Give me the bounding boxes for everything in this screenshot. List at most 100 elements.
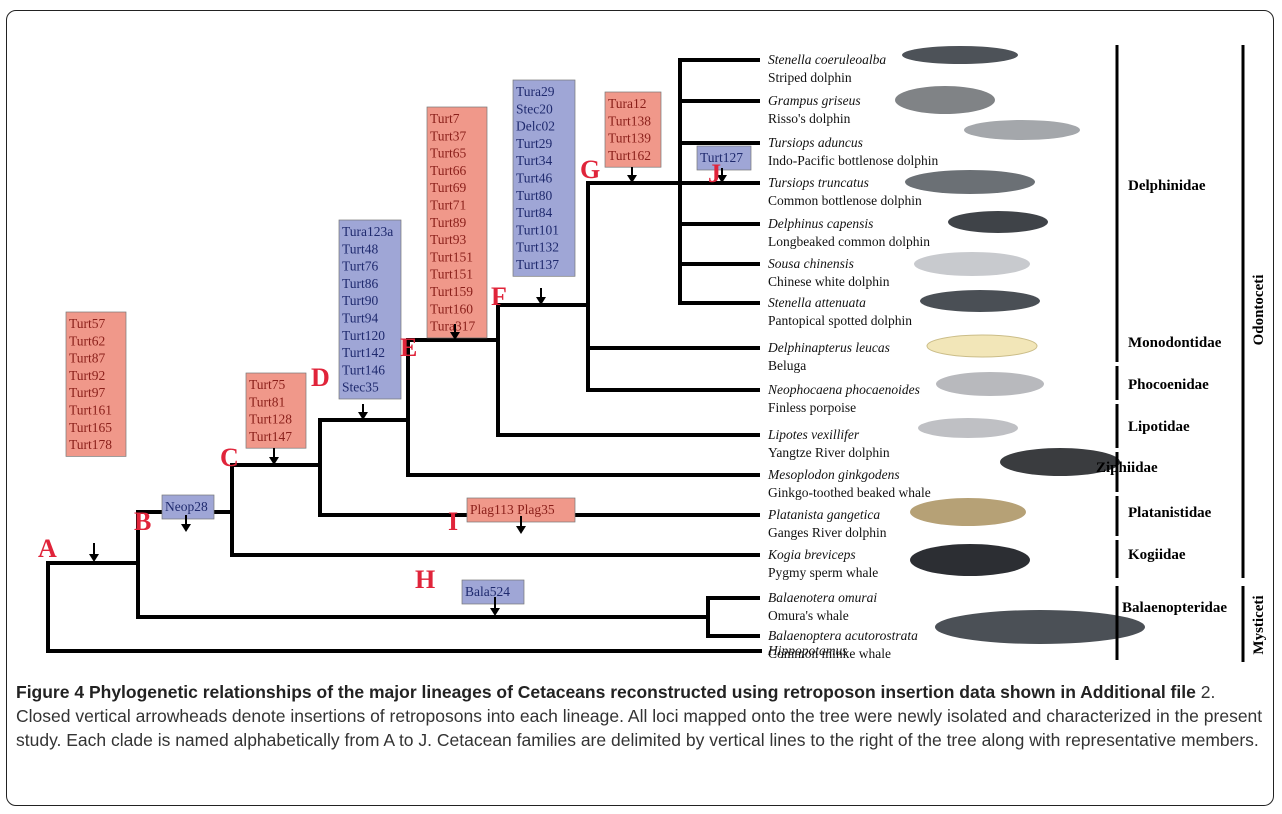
clade-e: Turt7Turt37Turt65Turt66Turt69Turt71Turt8…: [400, 107, 487, 362]
insertion-locus: Stec20: [516, 101, 553, 116]
insertion-locus: Plag113 Plag35: [470, 502, 555, 517]
insertion-locus: Turt75: [249, 377, 286, 392]
insertion-locus: Turt178: [69, 437, 112, 452]
striped-dolphin-illustration: [902, 46, 1018, 64]
taxon-sci: Neophocaena phocaenoides: [767, 382, 920, 397]
insertion-locus: Turt84: [516, 205, 553, 220]
taxon-common: Ginkgo-toothed beaked whale: [768, 485, 931, 500]
insertion-locus: Turt162: [608, 148, 651, 163]
taxon-common: Pygmy sperm whale: [768, 565, 878, 580]
arrowhead: [516, 526, 526, 534]
clade-letter: C: [220, 443, 239, 472]
taxon-common: Common bottlenose dolphin: [768, 193, 922, 208]
insertion-locus: Turt71: [430, 198, 466, 213]
clade-letter: J: [708, 159, 721, 188]
insertion-locus: Turt86: [342, 276, 379, 291]
suborder-label: Odontoceti: [1251, 275, 1267, 346]
taxon-common: Chinese white dolphin: [768, 274, 890, 289]
taxon-sci: Lipotes vexillifer: [767, 427, 860, 442]
insertion-locus: Delc02: [516, 119, 555, 134]
insertion-locus: Turt138: [608, 113, 651, 128]
insertion-locus: Turt146: [342, 362, 385, 377]
yangtze-dolphin-illustration: [918, 418, 1018, 438]
taxon-common: Indo-Pacific bottlenose dolphin: [768, 153, 938, 168]
minke-whale-illustration: [935, 610, 1145, 644]
longbeaked-common-dolphin-illustration: [948, 211, 1048, 233]
taxon-sci: Stenella coeruleoalba: [768, 52, 886, 67]
taxon-sci: Sousa chinensis: [768, 256, 854, 271]
insertion-locus: Turt76: [342, 259, 379, 274]
clade-i: Plag113 Plag35 I: [448, 498, 575, 536]
pantropical-spotted-illustration: [920, 290, 1040, 312]
insertion-locus: Turt94: [342, 311, 379, 326]
insertion-locus: Turt80: [516, 188, 553, 203]
family-label: Ziphiidae: [1096, 460, 1158, 476]
arrowhead: [181, 524, 191, 532]
family-label: Lipotidae: [1128, 419, 1190, 435]
insertion-locus: Turt66: [430, 163, 467, 178]
insertion-locus: Tura317: [430, 319, 476, 334]
insertion-locus: Turt101: [516, 222, 559, 237]
insertion-locus: Turt46: [516, 171, 553, 186]
beluga-illustration: [927, 335, 1037, 357]
clade-h: Bala524 H: [415, 565, 524, 616]
family-delimiters: [1117, 45, 1243, 662]
insertion-locus: Turt120: [342, 328, 385, 343]
insertion-locus: Turt65: [430, 146, 467, 161]
clade-letter: D: [311, 363, 330, 392]
clade-g: Tura12Turt138Turt139Turt162 G: [580, 92, 661, 184]
insertion-locus: Bala524: [465, 584, 510, 599]
taxon-common: Beluga: [768, 358, 806, 373]
insertion-locus: Turt159: [430, 284, 473, 299]
clade-letter: I: [448, 507, 458, 536]
insertion-locus: Turt90: [342, 293, 379, 308]
taxon-common: Pantopical spotted dolphin: [768, 313, 912, 328]
ganges-dolphin-illustration: [910, 498, 1026, 526]
family-label: Balaenopteridae: [1122, 600, 1227, 616]
common-bottlenose-illustration: [905, 170, 1035, 194]
insertion-locus: Turt142: [342, 345, 385, 360]
insertion-locus: Turt137: [516, 257, 559, 272]
insertion-locus: Turt151: [430, 267, 473, 282]
insertion-locus: Turt57: [69, 316, 106, 331]
taxon-sci: Kogia breviceps: [767, 547, 856, 562]
insertion-locus: Neop28: [165, 499, 208, 514]
taxon-sci: Platanista gangetica: [767, 507, 880, 522]
insertion-locus: Turt139: [608, 131, 651, 146]
taxon-sci: Balaenotera omurai: [768, 590, 877, 605]
taxon-sci: Tursiops truncatus: [768, 175, 869, 190]
insertion-locus: Turt81: [249, 394, 285, 409]
insertion-locus: Turt29: [516, 136, 553, 151]
taxon-common: Yangtze River dolphin: [768, 445, 890, 460]
insertion-locus: Turt37: [430, 128, 467, 143]
clade-letter: H: [415, 565, 435, 594]
taxon-common: Ganges River dolphin: [768, 525, 887, 540]
clade-letter: G: [580, 155, 600, 184]
taxa-labels: Stenella coeruleoalba Striped dolphin Gr…: [767, 52, 938, 661]
taxon-sci: Delphinus capensis: [767, 216, 873, 231]
insertion-locus: Tura123a: [342, 224, 393, 239]
insertion-locus: Turt147: [249, 429, 292, 444]
taxon-common: Risso's dolphin: [768, 111, 851, 126]
clade-letter: F: [491, 282, 507, 311]
taxon-sci: Mesoplodon ginkgodens: [767, 467, 900, 482]
family-label: Monodontidae: [1128, 335, 1222, 351]
caption-figure-label: Figure 4: [16, 682, 84, 702]
insertion-locus: Turt62: [69, 333, 105, 348]
insertion-locus: Turt160: [430, 301, 473, 316]
insertion-locus: Tura12: [608, 96, 647, 111]
clade-letter: A: [38, 534, 57, 563]
insertion-locus: Turt97: [69, 385, 106, 400]
figure-caption: Figure 4 Phylogenetic relationships of t…: [16, 680, 1266, 752]
family-label: Kogiidae: [1128, 547, 1186, 563]
clade-a: Turt57Turt62Turt87Turt92Turt97Turt161Tur…: [38, 312, 126, 563]
taxon-common: Finless porpoise: [768, 400, 856, 415]
insertion-locus: Turt161: [69, 403, 112, 418]
insertion-locus: Turt34: [516, 153, 553, 168]
insertion-locus: Turt132: [516, 240, 559, 255]
taxon-sci: Hippopotamus: [767, 643, 848, 658]
insertion-locus: Turt165: [69, 420, 112, 435]
insertion-locus: Turt87: [69, 351, 106, 366]
